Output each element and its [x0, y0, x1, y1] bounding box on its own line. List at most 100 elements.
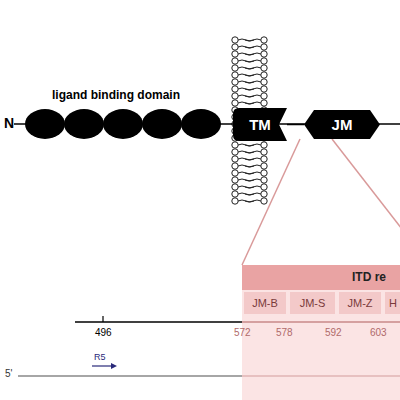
lipid-head [232, 156, 238, 162]
lipid-tail [238, 88, 261, 90]
jm-subregion: JM-Z [339, 292, 381, 314]
jm-domain: JM [304, 110, 380, 139]
dna-line [18, 375, 242, 377]
ig-domain [64, 109, 104, 139]
node-label: ITD re [352, 270, 386, 284]
zoom-line [332, 139, 400, 265]
lipid-head [261, 51, 267, 57]
text-label: 578 [276, 327, 293, 338]
jm-subregion: JM-B [244, 292, 286, 314]
lipid-tail [238, 165, 261, 167]
node-label: JM-Z [347, 297, 372, 309]
lipid-tail [238, 46, 261, 48]
text-label: ligand binding domain [52, 88, 180, 102]
lipid-head [261, 37, 267, 43]
lipid-head [261, 170, 267, 176]
tick [102, 316, 103, 322]
ig-domain [103, 109, 143, 139]
lipid-head [261, 65, 267, 71]
lipid-head [232, 72, 238, 78]
lipid-head [261, 93, 267, 99]
lipid-head [261, 100, 267, 106]
lipid-tail [238, 151, 261, 153]
lipid-tail [238, 81, 261, 83]
ig-domain [181, 109, 221, 139]
lipid-head [261, 44, 267, 50]
lipid-head [261, 142, 267, 148]
lipid-head [232, 51, 238, 57]
lipid-tail [238, 74, 261, 76]
lipid-head [232, 44, 238, 50]
node-label: JM-B [252, 297, 278, 309]
lipid-head [232, 100, 238, 106]
text-label: N [4, 115, 14, 131]
connector [287, 124, 304, 125]
lipid-head [261, 72, 267, 78]
tm-outline [233, 108, 287, 141]
node-label: JM-S [300, 297, 326, 309]
lipid-head [261, 79, 267, 85]
lipid-head [232, 184, 238, 190]
ligand-domains [25, 109, 221, 139]
lipid-tail [238, 39, 261, 41]
lipid-head [261, 198, 267, 204]
lipid-head [261, 149, 267, 155]
text-label: 5' [5, 368, 12, 379]
lipid-tail [238, 67, 261, 69]
lipid-tail [238, 144, 261, 146]
lipid-head [232, 163, 238, 169]
lipid-head [261, 184, 267, 190]
lipid-head [232, 37, 238, 43]
lipid-tail [238, 53, 261, 55]
node-label: JM [332, 116, 353, 133]
lipid-head [232, 86, 238, 92]
lipid-head [261, 191, 267, 197]
primer-arrow [92, 365, 113, 366]
lipid-head [232, 93, 238, 99]
text-label: 572 [234, 327, 251, 338]
lipid-tail [238, 186, 261, 188]
lipid-head [232, 170, 238, 176]
lipid-head [232, 149, 238, 155]
ig-domain [25, 109, 65, 139]
sequence-line [242, 321, 400, 323]
jm-subregion: JM-S [290, 292, 335, 314]
node-label: H [389, 297, 397, 309]
text-label: 592 [325, 327, 342, 338]
lipid-tail [238, 158, 261, 160]
lipid-head [261, 156, 267, 162]
lipid-head [232, 198, 238, 204]
connector-line [287, 124, 304, 126]
text-label: 496 [95, 327, 112, 338]
ig-domain [142, 109, 182, 139]
lipid-head [232, 142, 238, 148]
lipid-head [261, 177, 267, 183]
lipid-tail [238, 200, 261, 202]
dna-line [242, 375, 400, 377]
text-label: R5 [94, 352, 106, 362]
itd-region-band: ITD re JM-B JM-S JM-Z H [242, 265, 400, 317]
itd-highlight [242, 265, 400, 400]
lipid-head [261, 86, 267, 92]
lipid-tail [238, 102, 261, 104]
lipid-tail [238, 172, 261, 174]
lipid-head [261, 58, 267, 64]
lipid-tail [238, 95, 261, 97]
lipid-head [232, 79, 238, 85]
node-label: TM [249, 116, 271, 133]
lipid-head [232, 177, 238, 183]
sequence-line [75, 321, 242, 323]
lipid-tail [238, 179, 261, 181]
lipid-head [232, 191, 238, 197]
tm-domain: TM [233, 108, 287, 141]
primer-arrow-head [111, 363, 117, 369]
lipid-head [232, 58, 238, 64]
lipid-tail [238, 193, 261, 195]
lipid-head [261, 163, 267, 169]
text-label: 603 [370, 327, 387, 338]
lipid-tail [238, 60, 261, 62]
lipid-head [232, 65, 238, 71]
